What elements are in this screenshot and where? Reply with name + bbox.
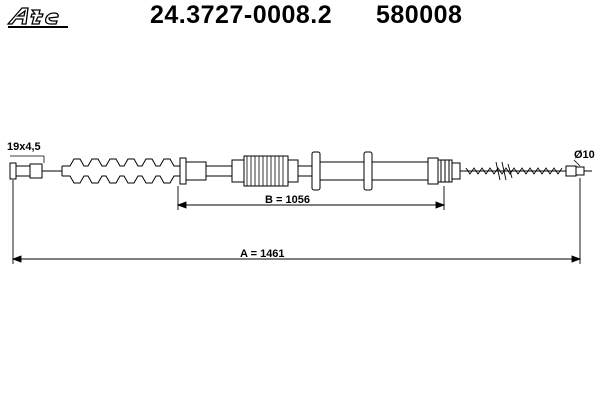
dimension-b-label: B = 1056 <box>265 194 310 206</box>
left-bellow <box>61 158 180 184</box>
middle-tube <box>311 151 461 191</box>
right-end-label: Ø10 <box>574 149 595 161</box>
sleeve-adjuster <box>179 155 312 187</box>
dimension-a-label: A = 1461 <box>240 248 285 260</box>
dimension-a <box>11 178 582 264</box>
alt-number: 580008 <box>376 1 463 29</box>
part-number: 24.3727-0008.2 <box>150 1 333 29</box>
left-end-label: 19x4,5 <box>7 141 41 153</box>
ate-logo <box>6 7 68 28</box>
header-bar: 24.3727-0008.2 580008 <box>0 0 600 37</box>
right-spring <box>460 161 566 181</box>
left-end-fitting <box>9 162 62 180</box>
dimension-b <box>176 186 446 210</box>
title-bar <box>84 1 600 35</box>
right-end-fitting <box>565 165 592 177</box>
